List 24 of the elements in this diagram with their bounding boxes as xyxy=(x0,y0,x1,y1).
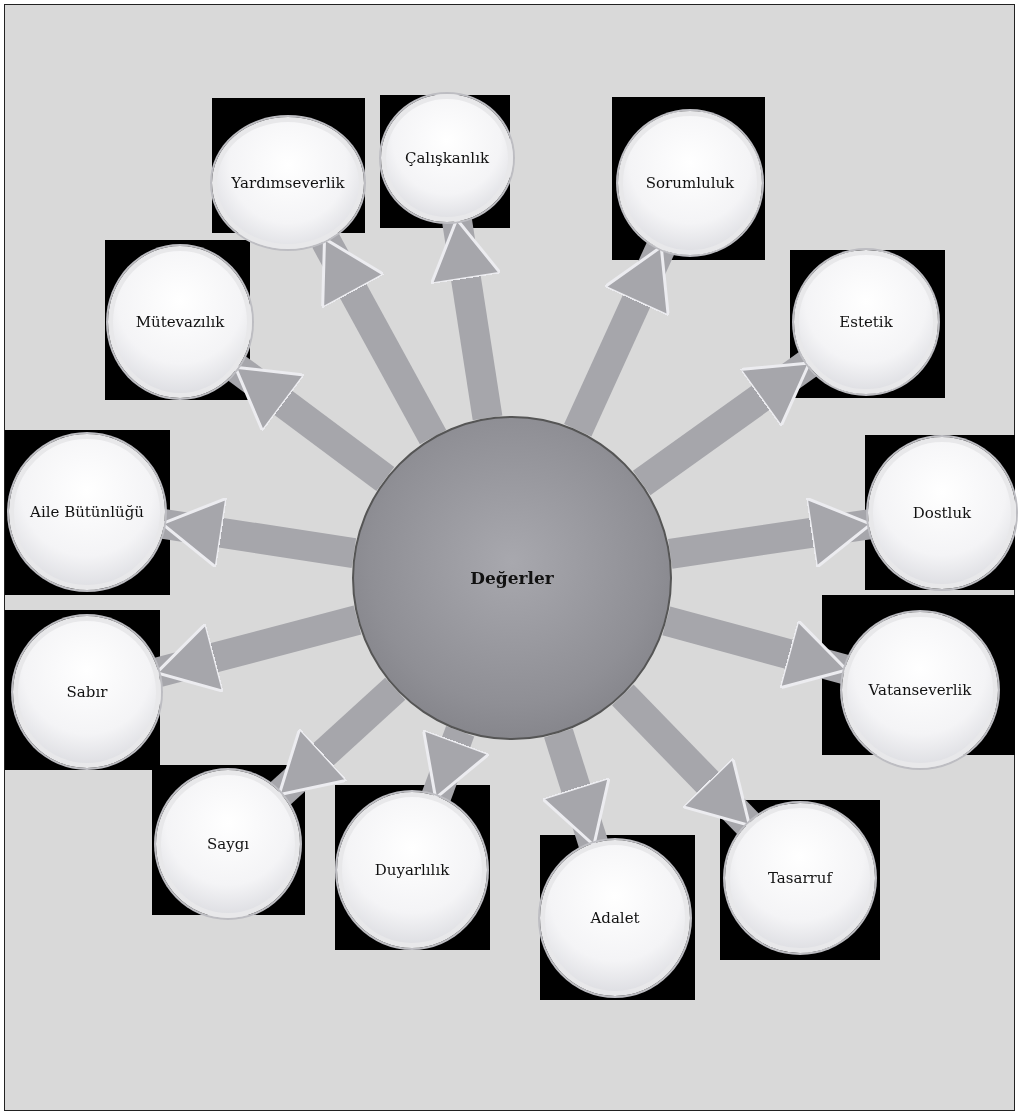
block-arrow xyxy=(662,606,849,690)
node-label: Mütevazılık xyxy=(134,313,226,331)
block-arrow xyxy=(429,217,503,421)
block-arrow xyxy=(154,605,362,693)
node-label: Dostluk xyxy=(911,504,973,522)
node-label: Vatanseverlik xyxy=(867,681,973,699)
node-label: Aile Bütünlüğü xyxy=(29,503,145,521)
node-label: Sorumluluk xyxy=(644,174,736,192)
block-arrow xyxy=(312,233,447,445)
node-label: Estetik xyxy=(838,313,894,331)
block-arrow xyxy=(564,242,675,437)
node-label: Duyarlılık xyxy=(373,861,451,879)
node-label: Saygı xyxy=(205,835,251,853)
node-label: Sabır xyxy=(65,683,109,701)
node-label: Tasarruf xyxy=(767,869,834,887)
block-arrow xyxy=(228,356,395,492)
node-label: Çalışkanlık xyxy=(403,149,491,167)
block-arrow xyxy=(160,496,357,569)
block-arrow xyxy=(632,352,817,496)
node-label: Değerler xyxy=(469,568,555,588)
block-arrow xyxy=(668,496,873,569)
node-label: Adalet xyxy=(589,909,641,927)
node-label: Yardımseverlik xyxy=(230,174,346,192)
block-arrow xyxy=(540,728,611,848)
